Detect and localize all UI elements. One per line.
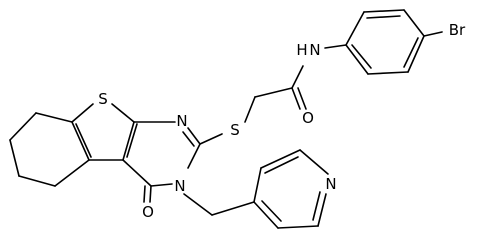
- atom-label-br: Br: [449, 21, 466, 39]
- bond: [75, 123, 92, 158]
- bond: [264, 156, 299, 174]
- bond: [182, 131, 195, 147]
- bond: [423, 31, 443, 37]
- atom-label-o-amide: O: [302, 109, 314, 127]
- bond: [277, 225, 319, 229]
- atom-label-n-ring-bottom: N: [174, 177, 185, 195]
- atom-labels: S N N S O O N H Br N: [98, 21, 466, 221]
- bond: [403, 37, 419, 68]
- bond: [122, 121, 135, 161]
- bond: [254, 87, 293, 98]
- atom-label-h-amide: H: [296, 41, 307, 59]
- bond: [199, 133, 223, 145]
- bond: [407, 35, 425, 73]
- bond: [9, 139, 20, 177]
- bond: [187, 127, 201, 145]
- bond: [71, 103, 94, 123]
- bond: [18, 175, 56, 187]
- bond: [122, 159, 152, 187]
- bond: [253, 167, 262, 203]
- bond: [363, 9, 405, 13]
- atom-label-n-amide: N: [309, 41, 320, 59]
- bonds: [9, 9, 443, 229]
- bond: [183, 193, 213, 216]
- bond: [54, 159, 90, 187]
- bond: [126, 123, 138, 158]
- bond: [351, 44, 372, 69]
- bond: [71, 121, 90, 161]
- bond: [35, 112, 73, 123]
- bond: [324, 44, 347, 49]
- atom-label-s-thioether: S: [230, 121, 240, 139]
- bond: [312, 191, 321, 221]
- bond: [150, 183, 173, 187]
- bond: [403, 9, 425, 37]
- bond: [299, 149, 329, 175]
- bond: [366, 15, 401, 19]
- bond: [211, 201, 255, 216]
- atom-label-n-pyridine: N: [325, 175, 336, 193]
- bond: [244, 96, 256, 123]
- bond: [149, 185, 152, 203]
- bond: [291, 65, 304, 89]
- bond: [253, 201, 279, 229]
- bond: [317, 193, 327, 227]
- bond: [187, 143, 201, 169]
- bond: [367, 71, 409, 75]
- atom-label-s-thiophene: S: [98, 90, 108, 108]
- bond: [345, 11, 365, 46]
- bond: [9, 112, 37, 141]
- bond: [297, 87, 307, 110]
- bond: [260, 149, 301, 169]
- bond: [143, 185, 146, 203]
- bond: [111, 103, 135, 123]
- bond: [261, 200, 282, 222]
- atom-label-o-carbonyl: O: [142, 203, 154, 221]
- atom-label-n-ring-top: N: [176, 112, 187, 130]
- bond: [345, 44, 369, 75]
- bond: [291, 87, 301, 110]
